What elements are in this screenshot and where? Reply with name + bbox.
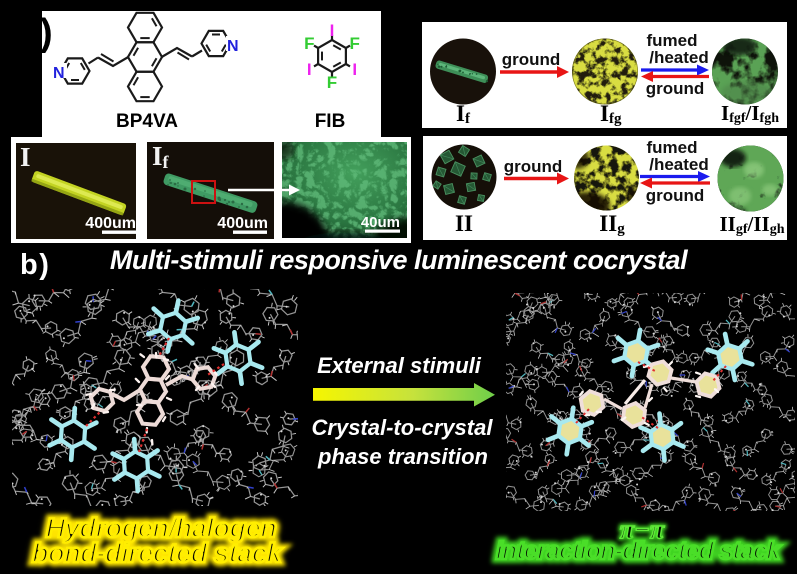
svg-text:40um: 40um [361,214,400,231]
svg-text:ground: ground [646,79,705,98]
svg-text:II: II [455,211,473,236]
svg-text:I: I [330,21,335,40]
svg-text:BP4VA: BP4VA [116,111,178,132]
svg-text:400um: 400um [85,215,136,232]
svg-text:ground: ground [504,157,563,176]
svg-text:fumed: fumed [647,31,698,50]
svg-text:F: F [327,73,337,92]
svg-text:/heated: /heated [649,155,709,174]
svg-text:fumed: fumed [647,138,698,157]
svg-text:ground: ground [646,186,705,205]
svg-text:): ) [40,12,53,54]
svg-text:400um: 400um [217,215,268,232]
svg-text:IIgf/IIgh: IIgf/IIgh [719,212,784,237]
svg-text:ground: ground [502,50,561,69]
svg-text:F: F [304,34,314,53]
svg-text:F: F [350,34,360,53]
svg-text:N: N [53,65,65,82]
svg-text:I: I [352,60,357,79]
svg-text:FIB: FIB [315,111,346,132]
svg-text:I: I [307,60,312,79]
svg-text:/heated: /heated [649,48,709,67]
svg-text:N: N [227,38,239,55]
svg-text:I: I [20,142,31,172]
